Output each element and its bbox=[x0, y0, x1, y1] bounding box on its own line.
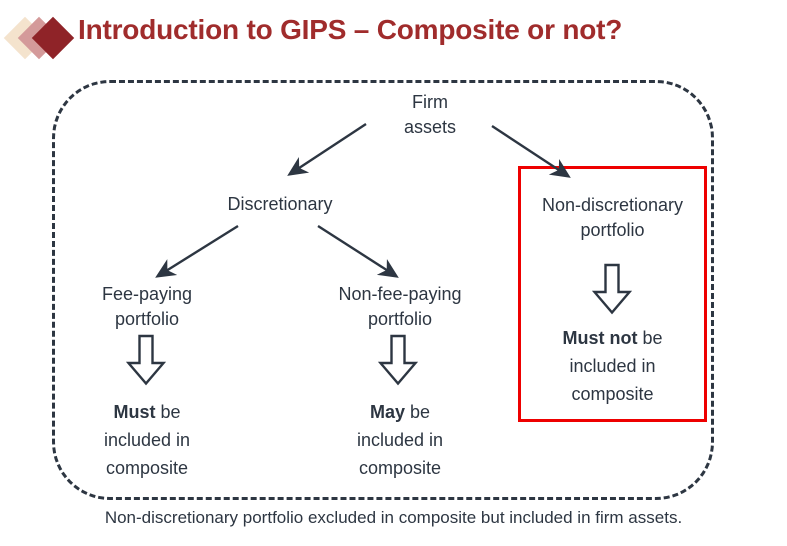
node-fee-paying-line1: Fee-paying bbox=[101, 284, 193, 304]
outcome-non-discretionary-line2: included in bbox=[569, 356, 656, 377]
outcome-non-discretionary-emphasis: Must not bbox=[562, 328, 638, 348]
node-firm-assets-line1: Firm bbox=[412, 92, 448, 112]
outcome-non-fee-paying-rest: be bbox=[404, 402, 431, 422]
outcome-non-discretionary-line3: composite bbox=[571, 384, 654, 405]
outcome-non-discretionary-line1: Must not be bbox=[518, 324, 707, 352]
diagram-caption: Non-discretionary portfolio excluded in … bbox=[104, 508, 683, 527]
block-down-arrow-icon-non-discretionary bbox=[592, 263, 632, 315]
page-title: Introduction to GIPS – Composite or not? bbox=[78, 14, 623, 45]
outcome-fee-paying: Must be included in composite bbox=[72, 398, 222, 482]
firm-assets-boundary bbox=[52, 80, 714, 500]
node-non-discretionary-line2: portfolio bbox=[580, 219, 645, 240]
node-firm-assets: Firm assets bbox=[360, 90, 500, 140]
node-non-discretionary-line1: Non-discretionary bbox=[541, 195, 684, 215]
outcome-non-fee-paying-line1: May be bbox=[310, 398, 490, 426]
block-down-arrow-icon-fee-paying bbox=[126, 334, 166, 386]
node-discretionary-line1: Discretionary bbox=[227, 194, 333, 214]
three-diamonds-logo bbox=[3, 16, 76, 60]
node-firm-assets-line2: assets bbox=[403, 116, 457, 137]
outcome-non-fee-paying-emphasis: May bbox=[369, 402, 405, 422]
node-non-discretionary: Non-discretionary portfolio bbox=[518, 193, 707, 243]
outcome-fee-paying-emphasis: Must bbox=[113, 402, 156, 422]
outcome-non-fee-paying-line2: included in bbox=[356, 430, 444, 451]
outcome-non-discretionary-rest: be bbox=[637, 328, 663, 348]
node-fee-paying-line2: portfolio bbox=[114, 308, 180, 329]
outcome-fee-paying-line1: Must be bbox=[72, 398, 222, 426]
block-down-arrow-icon-non-fee-paying bbox=[378, 334, 418, 386]
node-fee-paying: Fee-paying portfolio bbox=[72, 282, 222, 332]
outcome-fee-paying-line3: composite bbox=[105, 458, 189, 479]
outcome-non-fee-paying: May be included in composite bbox=[310, 398, 490, 482]
outcome-non-discretionary: Must not be included in composite bbox=[518, 324, 707, 408]
node-non-fee-paying: Non-fee-paying portfolio bbox=[310, 282, 490, 332]
node-discretionary: Discretionary bbox=[200, 192, 360, 217]
non-discretionary-highlight-box bbox=[518, 166, 707, 422]
outcome-non-fee-paying-line3: composite bbox=[358, 458, 442, 479]
title-row: Introduction to GIPS – Composite or not? bbox=[0, 0, 787, 72]
node-non-fee-paying-line2: portfolio bbox=[367, 308, 433, 329]
node-non-fee-paying-line1: Non-fee-paying bbox=[338, 284, 462, 304]
outcome-fee-paying-line2: included in bbox=[103, 430, 191, 451]
outcome-fee-paying-rest: be bbox=[155, 402, 181, 422]
